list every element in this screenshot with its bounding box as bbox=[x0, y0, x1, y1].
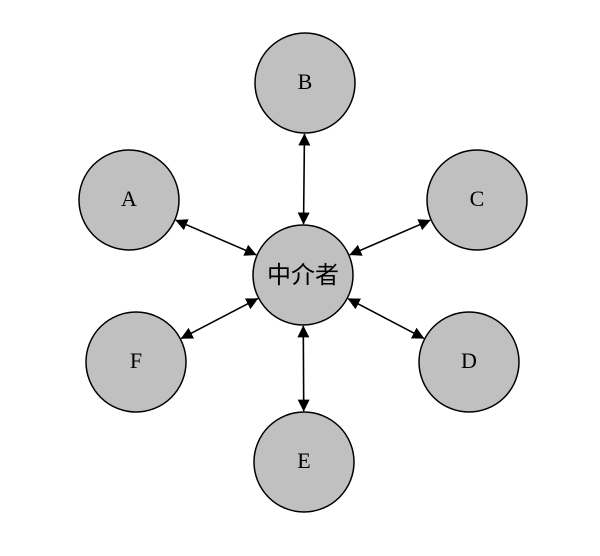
node-c: C bbox=[426, 149, 528, 251]
node-f-label: F bbox=[130, 348, 142, 373]
node-d-label: D bbox=[461, 348, 477, 373]
node-c-circle bbox=[426, 149, 528, 251]
node-mediator-label: 中介者 bbox=[267, 261, 339, 289]
node-mediator: 中介者 bbox=[252, 224, 354, 326]
node-a-circle bbox=[78, 149, 180, 251]
node-c-label: C bbox=[470, 186, 485, 211]
node-a-label: A bbox=[121, 186, 137, 211]
node-b-circle bbox=[254, 32, 356, 134]
node-e-label: E bbox=[297, 448, 310, 473]
edge-a-center bbox=[175, 219, 257, 256]
node-b-label: B bbox=[298, 69, 313, 94]
node-f-circle bbox=[85, 311, 187, 413]
node-b: B bbox=[254, 32, 356, 134]
node-a: A bbox=[78, 149, 180, 251]
edge-f-center bbox=[180, 297, 259, 340]
edge-d-center bbox=[347, 297, 425, 340]
node-mediator-circle bbox=[252, 224, 354, 326]
node-e: E bbox=[253, 411, 355, 513]
node-e-circle bbox=[253, 411, 355, 513]
node-d: D bbox=[418, 311, 520, 413]
node-f: F bbox=[85, 311, 187, 413]
edges bbox=[175, 133, 431, 412]
edge-b-center bbox=[297, 133, 311, 225]
edge-c-center bbox=[349, 219, 431, 256]
node-d-circle bbox=[418, 311, 520, 413]
